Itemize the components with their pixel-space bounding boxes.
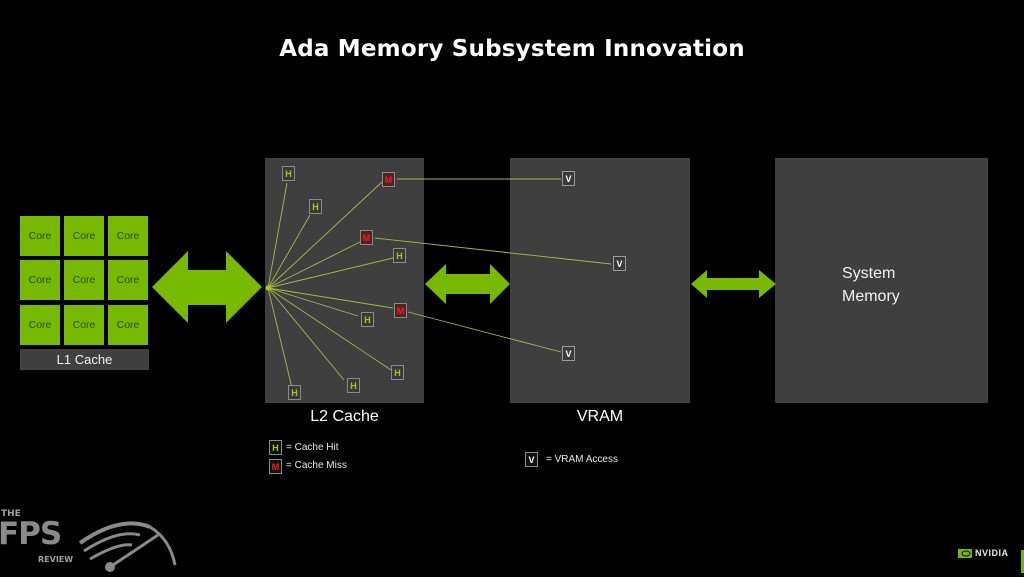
core-block: Core (108, 216, 148, 256)
legend-miss-symbol: M (269, 459, 282, 474)
vram-panel (510, 158, 690, 403)
l2-cache-label: L2 Cache (310, 408, 379, 425)
nvidia-eye-icon (958, 548, 972, 558)
cache-miss-marker: M (394, 303, 407, 318)
vram-label: VRAM (576, 408, 624, 425)
logo-the-text: THE (1, 509, 21, 519)
system-memory-line2: Memory (842, 288, 900, 305)
vram-access-marker: V (562, 346, 575, 361)
cache-hit-marker: H (309, 199, 322, 214)
system-memory-label: System Memory (842, 262, 900, 308)
core-block: Core (64, 216, 104, 256)
nvidia-wordmark: NVIDIA (975, 548, 1009, 558)
core-block: Core (64, 305, 104, 345)
core-block: Core (20, 260, 60, 300)
legend-vram-text: = VRAM Access (546, 454, 618, 465)
core-block: Core (108, 260, 148, 300)
double-arrow-vram-sysmem (691, 270, 776, 298)
cache-hit-marker: H (347, 378, 360, 393)
l1-cache-label: L1 Cache (20, 349, 149, 370)
legend-hit-text: = Cache Hit (286, 442, 339, 453)
brand-accent-bar (1021, 550, 1024, 573)
slide-title: Ada Memory Subsystem Innovation (279, 36, 745, 62)
cache-hit-marker: H (282, 166, 295, 181)
cache-hit-marker: H (393, 248, 406, 263)
core-block: Core (20, 216, 60, 256)
system-memory-panel (775, 158, 988, 403)
fps-review-logo: THE FPS REVIEW (0, 505, 180, 573)
nvidia-brand: NVIDIA (958, 548, 1009, 558)
logo-fps-text: FPS (0, 516, 62, 552)
cache-hit-marker: H (391, 365, 404, 380)
cache-hit-marker: H (361, 312, 374, 327)
vram-access-marker: V (613, 256, 626, 271)
system-memory-line1: System (842, 265, 896, 282)
legend-vram-symbol: V (525, 452, 538, 467)
legend-miss-text: = Cache Miss (286, 460, 347, 471)
double-arrow-l1-l2 (152, 251, 262, 323)
legend-hit-symbol: H (269, 440, 282, 455)
speedometer-icon (78, 521, 177, 572)
core-block: Core (20, 305, 60, 345)
vram-access-marker: V (562, 171, 575, 186)
cache-miss-marker: M (382, 172, 395, 187)
core-block: Core (108, 305, 148, 345)
logo-review-text: REVIEW (38, 555, 74, 564)
cache-hit-marker: H (288, 385, 301, 400)
core-block: Core (64, 260, 104, 300)
cache-miss-marker: M (360, 230, 373, 245)
double-arrow-l2-vram (425, 264, 510, 304)
